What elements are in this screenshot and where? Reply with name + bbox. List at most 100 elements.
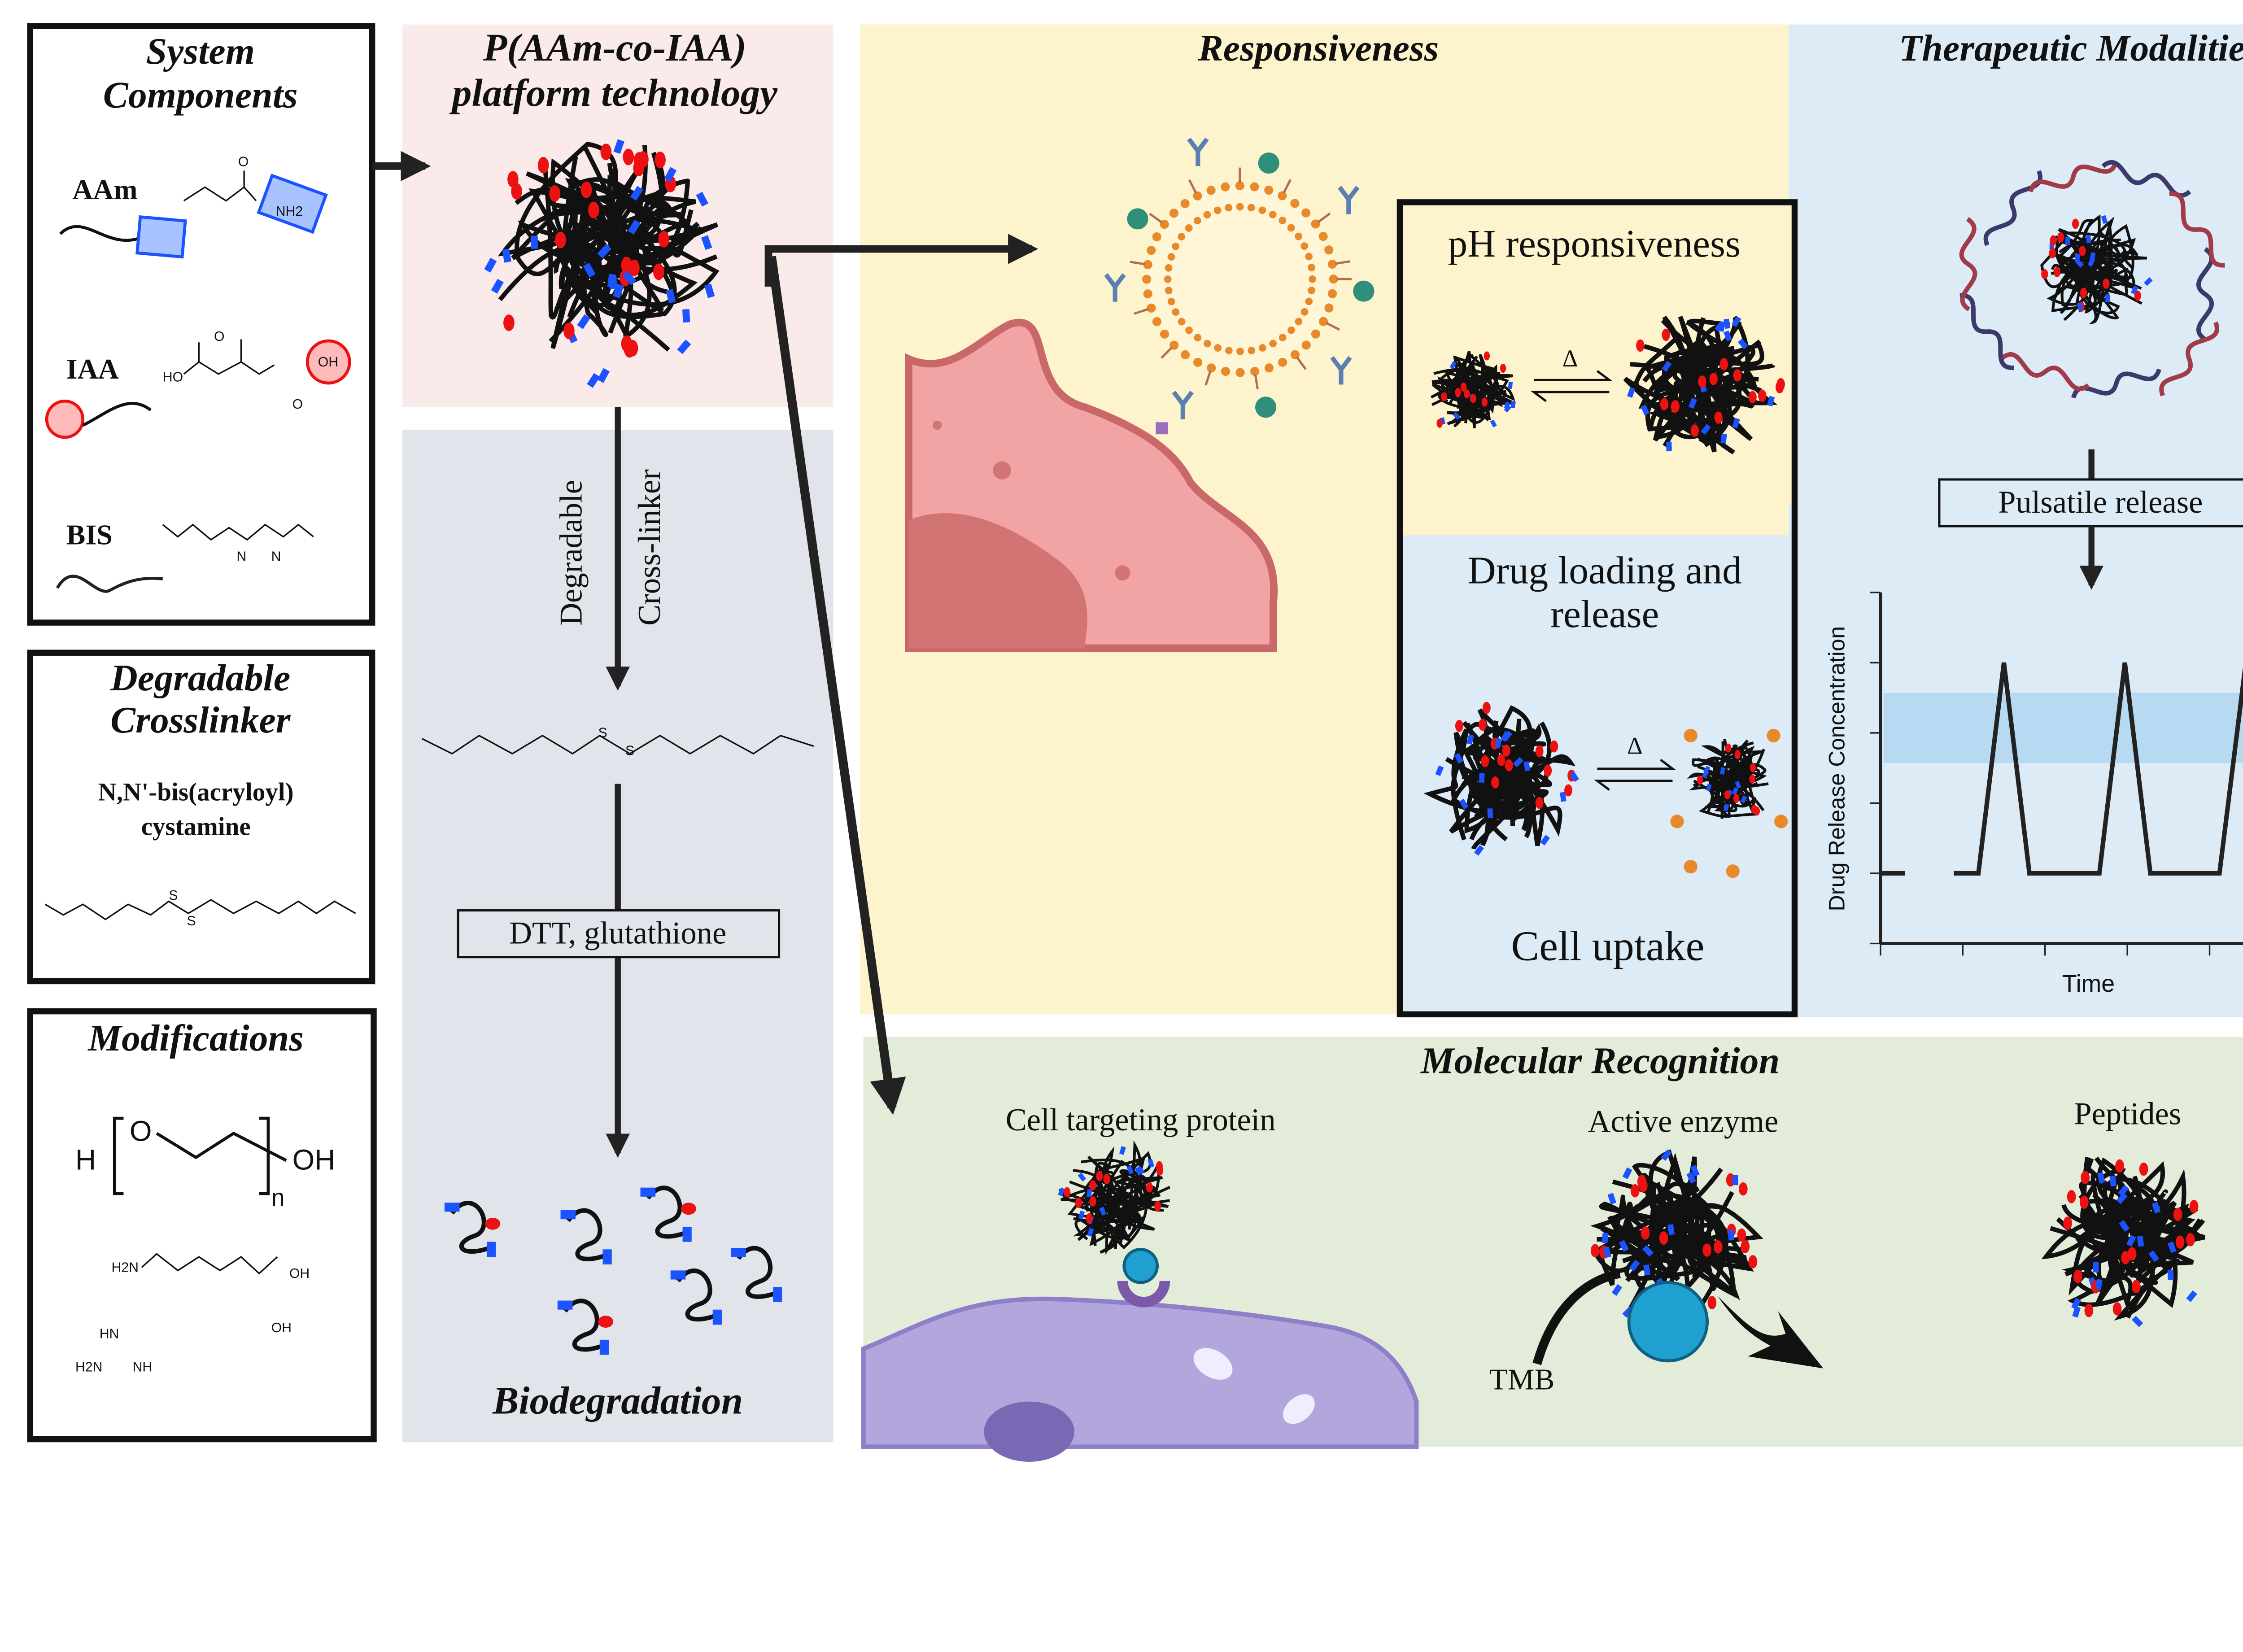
aam-group	[677, 340, 691, 354]
aam-group	[630, 186, 643, 201]
lipid-head	[1235, 368, 1245, 377]
rgd-nh: NH	[133, 1360, 153, 1374]
peg-chain	[1296, 356, 1307, 370]
oxygen-atom: O	[292, 397, 303, 412]
iaa-group	[1748, 1255, 1758, 1268]
equilibrium-arrows	[1593, 758, 1676, 791]
antibody-icon	[1330, 356, 1352, 385]
iaa-group	[511, 183, 522, 200]
aam-group	[1643, 1264, 1651, 1276]
lipid-head	[1300, 242, 1309, 250]
aam-group	[1087, 1228, 1094, 1237]
peg-n: n	[271, 1184, 285, 1211]
aam-group	[682, 309, 690, 323]
aam-group	[1724, 318, 1730, 329]
liposome-core	[1147, 185, 1334, 373]
iaa-group	[1660, 398, 1669, 410]
iaa-group	[1750, 763, 1756, 772]
collapsed-nanogel-icon	[1687, 739, 1769, 819]
ligand	[1127, 208, 1148, 230]
lipid-head	[1258, 206, 1266, 214]
aam-group	[1732, 418, 1740, 429]
platform-title: P(AAm-co-IAA)	[483, 26, 746, 69]
iaa-group	[1733, 369, 1741, 382]
aam-group	[2137, 1236, 2144, 1247]
therapeutic-window-band	[1883, 693, 2243, 763]
aam-group	[682, 1226, 692, 1242]
iaa-group	[621, 335, 633, 352]
iaa-group	[2067, 1190, 2076, 1203]
iaa-group	[2079, 245, 2086, 256]
target-protein	[1122, 1247, 1159, 1284]
aam-group	[444, 1203, 460, 1212]
lipid-head	[1185, 326, 1193, 334]
aam-group	[560, 1210, 576, 1220]
iaa-group	[2131, 1280, 2141, 1293]
iaa-group	[2080, 288, 2087, 298]
aam-group	[704, 283, 715, 298]
iaa-group	[1089, 1196, 1096, 1207]
aam-group	[696, 192, 709, 207]
aam-group	[2144, 277, 2153, 286]
lipid-head	[1295, 232, 1302, 240]
lipid-head	[1328, 289, 1337, 298]
aam-group	[1603, 1247, 1611, 1258]
lipid-head	[1147, 303, 1156, 313]
iaa-group	[2084, 1303, 2094, 1317]
iaa-group	[1697, 775, 1703, 785]
aam-group	[1504, 405, 1512, 413]
aam-group	[2065, 237, 2070, 245]
lipid-head	[1206, 186, 1216, 195]
aam-group	[1435, 765, 1444, 776]
lipid-head	[1236, 348, 1244, 355]
lipid-head	[1311, 329, 1320, 339]
iaa-group	[1713, 1240, 1723, 1254]
iaa-group	[1550, 740, 1558, 753]
platform-subtitle: platform technology	[449, 71, 778, 114]
iaa-group	[588, 201, 599, 218]
iaa-group	[1075, 1198, 1082, 1208]
peg-chain	[1325, 322, 1340, 331]
therapeutic-nanogel-icon	[2040, 214, 2153, 325]
iaa-group	[1535, 745, 1544, 758]
aam-group	[773, 1287, 782, 1302]
aam-group	[1737, 338, 1748, 349]
aam-group	[2095, 1279, 2103, 1290]
iaa-group	[1748, 391, 1757, 404]
responsiveness-title: Responsiveness	[1198, 27, 1439, 69]
iaa-ho-group: HO	[163, 370, 183, 385]
aam-nh2-group: NH2	[276, 204, 303, 219]
polymer-network	[2040, 214, 2147, 325]
aam-group	[1459, 798, 1469, 810]
iaa-group	[1535, 797, 1544, 809]
sulfur-atom: S	[598, 725, 607, 740]
iaa-group	[2134, 290, 2141, 301]
rgd-h2n: H2N	[112, 1260, 139, 1275]
iaa-group	[1103, 1173, 1110, 1184]
peg-chain	[1130, 261, 1145, 266]
iaa-monomer-icon	[45, 399, 85, 439]
aam-group	[613, 283, 624, 299]
sulfur-atom: S	[169, 888, 178, 903]
iaa-group	[2103, 278, 2110, 289]
aam-group	[701, 235, 712, 250]
recognition-item-enzyme: Active enzyme	[1588, 1104, 1778, 1139]
iaa-group	[1590, 1244, 1600, 1257]
aam-group	[2101, 215, 2108, 224]
cell-uptake-label: Cell uptake	[1511, 923, 1705, 969]
lipid-head	[1142, 275, 1152, 284]
aam-group	[1513, 757, 1523, 767]
ligand	[1258, 153, 1279, 174]
lipid-head	[1214, 344, 1222, 352]
drug-trigger-symbol: Δ	[1627, 732, 1643, 759]
lipid-head	[1193, 217, 1201, 225]
aam-group	[2105, 294, 2110, 302]
iaa-group	[549, 185, 560, 202]
aam-group	[1495, 738, 1502, 748]
peg-oh: OH	[292, 1143, 336, 1176]
lipid-head	[1178, 233, 1186, 241]
drug-molecule	[1726, 864, 1740, 878]
lipid-head	[1327, 259, 1337, 269]
iaa-acid-highlight	[305, 339, 351, 385]
rgd-oh-2: OH	[271, 1321, 292, 1335]
